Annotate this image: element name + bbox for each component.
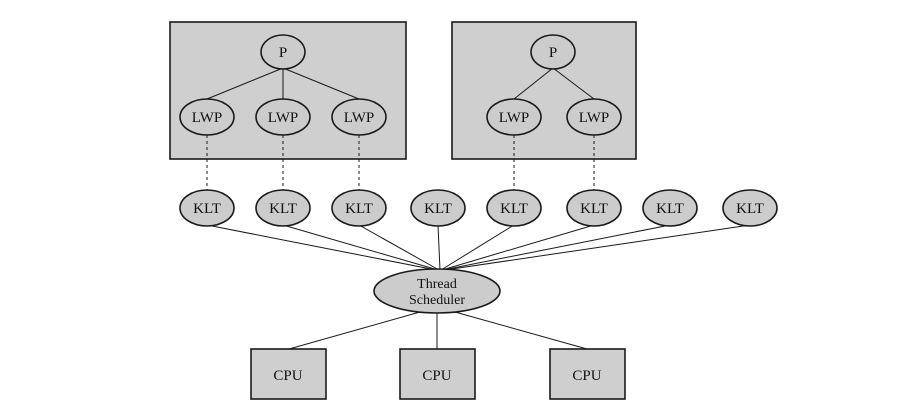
klt-label-6: KLT: [580, 201, 608, 217]
process-box-2: P LWP LWP: [451, 21, 637, 160]
cpu-row: CPU CPU CPU: [250, 348, 626, 400]
klt-node-1: [179, 189, 235, 227]
lwp-label-1-2: LWP: [268, 110, 299, 126]
klt-scheduler-connectors: [206, 224, 751, 271]
klt-node-4: [410, 189, 466, 227]
cpu-box-2: [399, 348, 476, 400]
process-node-2: [530, 34, 576, 70]
klt-label-4: KLT: [424, 201, 452, 217]
klt-node-2: [255, 189, 311, 227]
klt-label-3: KLT: [345, 201, 373, 217]
lwp-label-1-1: LWP: [192, 110, 223, 126]
cpu-label-3: CPU: [572, 368, 601, 384]
klt-row: KLT KLT KLT KLT KLT KLT KLT KLT: [179, 189, 778, 227]
klt-node-7: [642, 189, 698, 227]
process-node-1: [260, 34, 306, 70]
thread-scheduler-label-line1: Thread: [417, 277, 457, 292]
process-label-2: P: [549, 45, 557, 61]
klt-node-5: [486, 189, 542, 227]
scheduler-cpu-connectors: [288, 311, 588, 350]
cpu-box-3: [549, 348, 626, 400]
thread-scheduler: Thread Scheduler: [373, 268, 501, 314]
lwp-label-2-2: LWP: [579, 110, 610, 126]
klt-node-6: [566, 189, 622, 227]
klt-label-8: KLT: [736, 201, 764, 217]
thread-scheduler-label-line2: Scheduler: [409, 293, 465, 308]
klt-label-2: KLT: [269, 201, 297, 217]
thread-scheduler-node: [373, 268, 501, 314]
klt-node-3: [331, 189, 387, 227]
cpu-box-1: [250, 348, 327, 400]
cpu-label-1: CPU: [273, 368, 302, 384]
cpu-label-2: CPU: [422, 368, 451, 384]
process-box-1: P LWP LWP LWP: [169, 21, 407, 160]
lwp-label-2-1: LWP: [499, 110, 530, 126]
lwp-label-1-3: LWP: [344, 110, 375, 126]
klt-node-8: [722, 189, 778, 227]
klt-label-5: KLT: [500, 201, 528, 217]
process-label-1: P: [279, 45, 287, 61]
klt-label-7: KLT: [656, 201, 684, 217]
klt-label-1: KLT: [193, 201, 221, 217]
